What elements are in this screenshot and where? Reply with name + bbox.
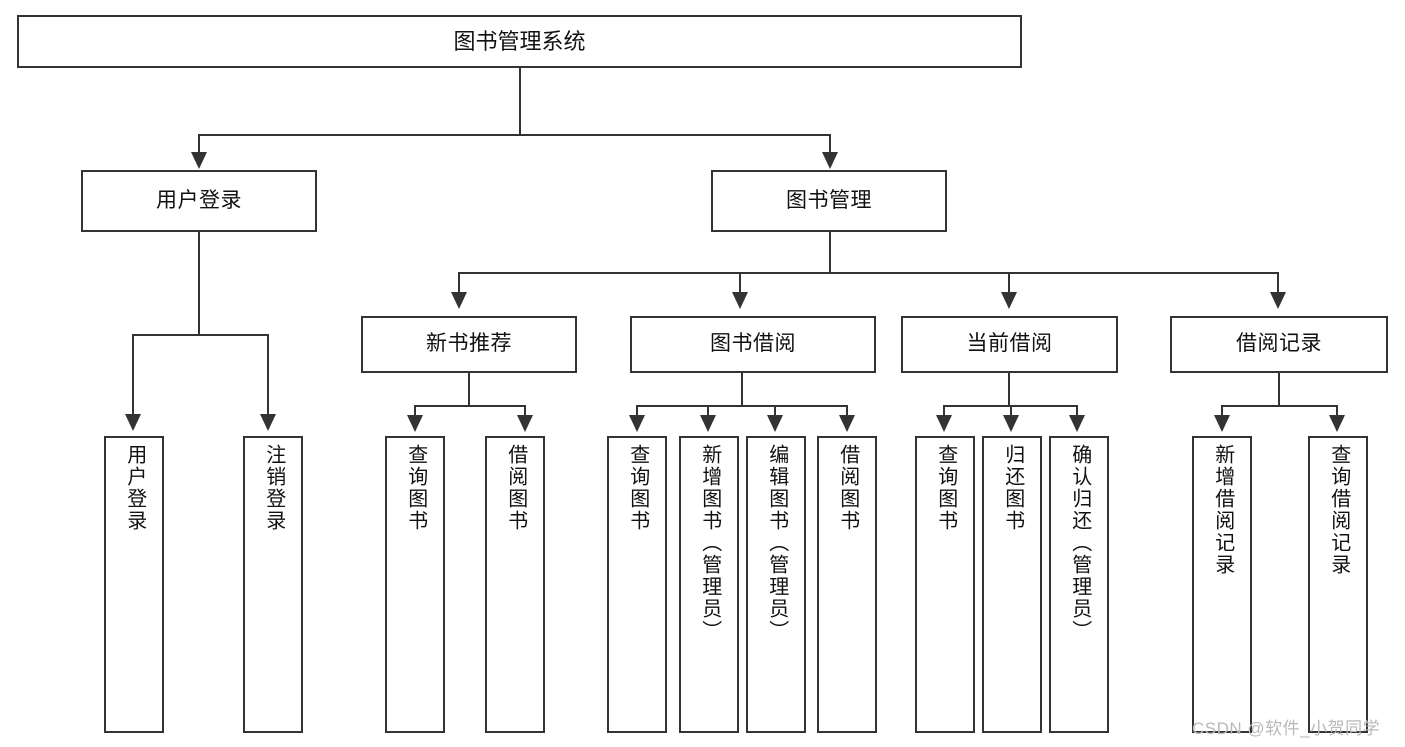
leaf-logout[interactable]: 注销登录 [243,436,303,733]
arrow-to-book-management [822,152,838,169]
edge-cb-leg-2 [1010,405,1012,417]
edge-bb-leg-1 [636,405,638,417]
arrow-to-borrow-record [1270,292,1286,309]
csdn-watermark: CSDN @软件_小贺同学 [1192,719,1381,738]
edge-cb-leg-3 [1076,405,1078,417]
arrow-to-bb-leaf-3 [767,415,783,432]
node-label: 用户登录 [156,188,242,212]
leaf-cb-return-book[interactable]: 归还图书 [982,436,1042,733]
arrow-to-new-book-recommend [451,292,467,309]
edge-root-stem [519,68,521,135]
leaf-bb-add-book-admin[interactable]: 新增图书（管理员） [679,436,739,733]
node-label: 确认归还（管理员） [1068,444,1091,642]
arrow-to-book-borrow [732,292,748,309]
edge-cb-stem [1008,373,1010,407]
node-user-login[interactable]: 用户登录 [81,170,317,232]
leaf-bb-edit-book-admin[interactable]: 编辑图书（管理员） [746,436,806,733]
node-label: 用户登录 [123,444,146,532]
leaf-br-add-record[interactable]: 新增借阅记录 [1192,436,1252,733]
edge-cb-leg-1 [943,405,945,417]
edge-br-leg-2 [1336,405,1338,417]
edge-bb-bus [636,405,848,407]
edge-user-login-bus [132,334,269,336]
node-label: 当前借阅 [966,332,1053,356]
leaf-bb-query-book[interactable]: 查询图书 [607,436,667,733]
edge-book-management-bus [458,272,1279,274]
arrow-to-br-leaf-1 [1214,415,1230,432]
node-label: 注销登录 [262,444,285,532]
edge-br-stem [1278,373,1280,407]
node-label: 查询图书 [934,444,957,532]
arrow-to-nbr-leaf-2 [517,415,533,432]
node-label: 图书管理 [786,188,872,212]
edge-nbr-leg-1 [414,405,416,417]
edge-book-management-stem [829,232,831,274]
node-label: 借阅图书 [836,444,859,532]
arrow-to-bb-leaf-4 [839,415,855,432]
arrow-to-user-login [191,152,207,169]
edge-br-bus [1221,405,1338,407]
arrow-to-current-borrow [1001,292,1017,309]
node-current-borrow[interactable]: 当前借阅 [901,316,1118,373]
leaf-user-login[interactable]: 用户登录 [104,436,164,733]
arrow-to-cb-leaf-1 [936,415,952,432]
arrow-to-leaf-user-login [125,414,141,431]
arrow-to-bb-leaf-1 [629,415,645,432]
arrow-to-cb-leaf-2 [1003,415,1019,432]
edge-root-bus [198,134,831,136]
leaf-bb-borrow-book[interactable]: 借阅图书 [817,436,877,733]
leaf-nbr-query-book[interactable]: 查询图书 [385,436,445,733]
arrow-to-nbr-leaf-1 [407,415,423,432]
leaf-cb-query-book[interactable]: 查询图书 [915,436,975,733]
edge-bm-leg-3 [1008,272,1010,294]
node-label: 图书管理系统 [453,28,586,54]
edge-user-login-leg-1 [132,334,134,416]
edge-nbr-stem [468,373,470,407]
edge-bm-leg-1 [458,272,460,294]
node-label: 新增借阅记录 [1211,444,1234,576]
arrow-to-br-leaf-2 [1329,415,1345,432]
node-label: 借阅图书 [504,444,527,532]
node-label: 查询图书 [404,444,427,532]
edge-bb-leg-2 [707,405,709,417]
edge-nbr-bus [414,405,526,407]
edge-br-leg-1 [1221,405,1223,417]
node-book-management[interactable]: 图书管理 [711,170,947,232]
edge-bb-leg-3 [774,405,776,417]
node-label: 新增图书（管理员） [698,444,721,642]
edge-user-login-leg-2 [267,334,269,416]
node-borrow-record[interactable]: 借阅记录 [1170,316,1388,373]
node-label: 新书推荐 [426,332,512,356]
node-label: 借阅记录 [1236,332,1322,356]
edge-root-leg-left [198,134,200,154]
arrow-to-bb-leaf-2 [700,415,716,432]
leaf-nbr-borrow-book[interactable]: 借阅图书 [485,436,545,733]
edge-bm-leg-4 [1277,272,1279,294]
node-root-book-management-system[interactable]: 图书管理系统 [17,15,1022,68]
edge-root-leg-right [829,134,831,154]
arrow-to-leaf-logout [260,414,276,431]
node-label: 查询借阅记录 [1327,444,1350,576]
node-book-borrow[interactable]: 图书借阅 [630,316,876,373]
edge-bb-leg-4 [846,405,848,417]
node-label: 归还图书 [1001,444,1024,532]
leaf-br-query-record[interactable]: 查询借阅记录 [1308,436,1368,733]
edge-user-login-stem [198,232,200,336]
node-label: 查询图书 [626,444,649,532]
edge-bm-leg-2 [739,272,741,294]
node-label: 图书借阅 [710,332,796,356]
edge-bb-stem [741,373,743,407]
edge-nbr-leg-2 [524,405,526,417]
arrow-to-cb-leaf-3 [1069,415,1085,432]
node-new-book-recommend[interactable]: 新书推荐 [361,316,577,373]
leaf-cb-confirm-return-admin[interactable]: 确认归还（管理员） [1049,436,1109,733]
node-label: 编辑图书（管理员） [765,444,788,642]
